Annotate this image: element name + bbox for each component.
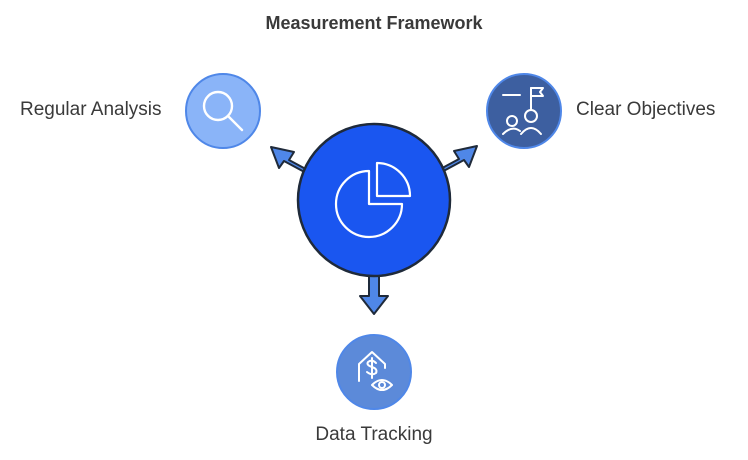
- magnifier-icon: [202, 90, 244, 132]
- team-goal-flag-icon: [502, 87, 544, 135]
- node-regular-analysis: [185, 73, 261, 149]
- node-clear-objectives: [486, 73, 562, 149]
- label-data-tracking: Data Tracking: [315, 424, 433, 445]
- diagram-title: Measurement Framework: [265, 13, 483, 33]
- node-data-tracking: [336, 334, 412, 410]
- label-regular-analysis: Regular Analysis: [20, 99, 162, 120]
- pie-chart-icon: [334, 161, 412, 239]
- house-dollar-eye-icon: [358, 351, 393, 391]
- center-hub: [296, 122, 452, 278]
- label-clear-objectives: Clear Objectives: [576, 99, 716, 120]
